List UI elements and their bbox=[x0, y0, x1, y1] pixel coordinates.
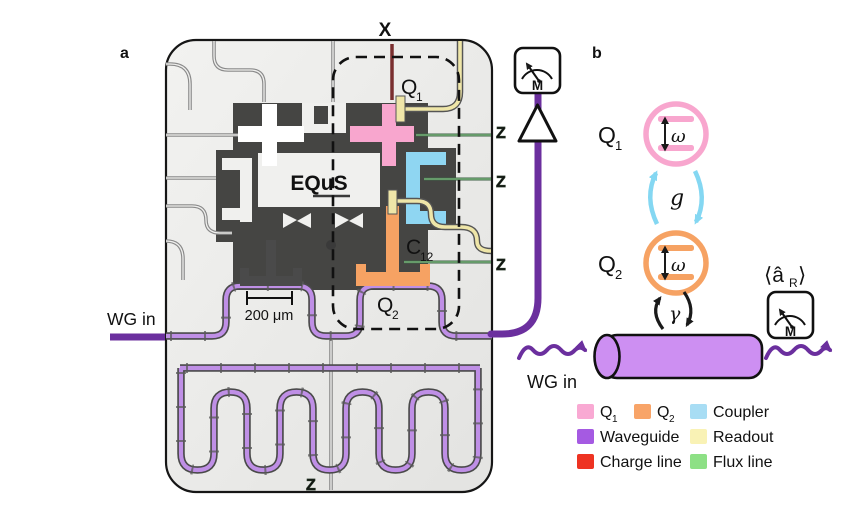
legend-swatch-flux-line bbox=[690, 454, 707, 469]
output-field-sub: R bbox=[789, 276, 798, 290]
g-coupling-arrows bbox=[648, 170, 704, 225]
legend-label-flux-line: Flux line bbox=[713, 454, 773, 471]
color-legend: Q 1 Q 2 Coupler Waveguide Readout Charge… bbox=[577, 404, 774, 471]
flux-label-z3: Z bbox=[496, 257, 506, 274]
qubit2-node-label: Q 2 bbox=[598, 251, 622, 282]
logo-window bbox=[258, 153, 380, 207]
wg-output-line bbox=[487, 90, 542, 338]
amplifier-icon bbox=[517, 103, 558, 143]
legend-item-q2: Q 2 bbox=[634, 404, 675, 425]
waveguide-meander bbox=[166, 281, 492, 476]
q1-node-label-base: Q bbox=[598, 122, 616, 148]
omega-symbol-q1: ω bbox=[671, 126, 686, 147]
qubit1-node-label: Q 1 bbox=[598, 122, 622, 153]
legend-item-charge-line: Charge line bbox=[577, 454, 682, 471]
cylinder-end-cap bbox=[593, 333, 621, 380]
q2-node-label-sub: 2 bbox=[615, 267, 622, 282]
wg-in-label-a: WG in bbox=[107, 309, 156, 329]
legend-swatch-readout bbox=[690, 429, 707, 444]
equs-logo: EQuS bbox=[290, 172, 347, 195]
meter-label-b: M bbox=[785, 324, 796, 339]
flux-label-z2: Z bbox=[496, 174, 506, 191]
legend-item-coupler: Coupler bbox=[690, 404, 770, 421]
panel-a-label: a bbox=[120, 45, 129, 62]
qubit1-label-base: Q bbox=[401, 76, 417, 99]
legend-label-charge-line: Charge line bbox=[600, 454, 682, 471]
legend-label-q1: Q bbox=[600, 404, 612, 421]
scale-bar-label: 200 μm bbox=[245, 308, 294, 324]
legend-item-readout: Readout bbox=[690, 429, 774, 446]
qubit1-label: Q 1 bbox=[401, 76, 423, 104]
qubit1-node: ω bbox=[643, 101, 709, 167]
legend-label-waveguide: Waveguide bbox=[600, 429, 680, 446]
dashed-cell-outline bbox=[331, 55, 461, 331]
legend-item-waveguide: Waveguide bbox=[577, 429, 680, 446]
panel-b-schematic: b ω Q 1 g ω bbox=[517, 45, 833, 392]
legend-swatch-coupler bbox=[690, 404, 707, 419]
legend-label-readout: Readout bbox=[713, 429, 774, 446]
top-junction bbox=[314, 106, 328, 124]
legend-swatch-q1 bbox=[577, 404, 594, 419]
input-photon-arrow bbox=[517, 340, 588, 360]
qubit2-tee bbox=[356, 206, 430, 286]
legend-label-q1-sub: 1 bbox=[612, 414, 618, 425]
output-photon-arrow bbox=[764, 340, 833, 360]
ground-cutouts bbox=[222, 103, 380, 228]
flux-label-z1: Z bbox=[496, 125, 506, 142]
meter-box-b: M bbox=[766, 290, 815, 340]
panel-a-micrograph: a EQuS bbox=[107, 20, 562, 495]
charge-line-label: X bbox=[379, 20, 392, 41]
meter-label-a: M bbox=[532, 78, 543, 93]
flux-label-z4: Z bbox=[306, 477, 316, 494]
omega-symbol-q2: ω bbox=[671, 255, 686, 276]
gamma-decay-arrows bbox=[652, 291, 694, 330]
q2-node-label-base: Q bbox=[598, 251, 616, 277]
qubit1-label-sub: 1 bbox=[416, 90, 423, 104]
gauge-needle-icon bbox=[778, 308, 793, 328]
qubit2-label-sub: 2 bbox=[392, 308, 399, 322]
qubit-claws bbox=[240, 240, 302, 286]
gauge-needle-icon bbox=[525, 62, 540, 82]
center-junction bbox=[326, 240, 336, 250]
legend-item-flux-line: Flux line bbox=[690, 454, 773, 471]
output-field-close: ⟩ bbox=[798, 264, 806, 287]
gauge-arc-icon bbox=[774, 315, 806, 326]
q1-node-label-sub: 1 bbox=[615, 138, 622, 153]
qubit1-cross bbox=[350, 104, 414, 166]
legend-swatch-q2 bbox=[634, 404, 651, 419]
qubit2-label: Q 2 bbox=[377, 294, 399, 322]
coupler-label: C 12 bbox=[406, 236, 434, 264]
wg-in-label-b: WG in bbox=[527, 372, 577, 392]
qubit2-label-base: Q bbox=[377, 294, 393, 317]
coupler-label-base: C bbox=[406, 236, 421, 259]
legend-label-q2-sub: 2 bbox=[669, 414, 675, 425]
coupler-bracket bbox=[406, 152, 446, 224]
flux-line-labels: Z Z Z Z bbox=[306, 125, 507, 495]
panel-b-label: b bbox=[592, 45, 602, 62]
coupler-label-sub: 12 bbox=[420, 250, 434, 264]
flux-lines bbox=[404, 133, 491, 264]
output-field-open: ⟨â bbox=[764, 264, 784, 287]
meter-box-a: M bbox=[513, 46, 562, 95]
gamma-decay-label: γ bbox=[669, 303, 681, 325]
legend-swatch-charge-line bbox=[577, 454, 594, 469]
output-field-label: ⟨â R ⟩ bbox=[764, 264, 806, 290]
legend-swatch-waveguide bbox=[577, 429, 594, 444]
qubit2-node: ω bbox=[643, 230, 709, 296]
legend-item-q1: Q 1 bbox=[577, 404, 618, 425]
scale-bar bbox=[246, 291, 293, 305]
g-coupling-label: g bbox=[670, 186, 684, 211]
legend-label-coupler: Coupler bbox=[713, 404, 770, 421]
left-qubit-cross bbox=[238, 104, 304, 166]
gauge-arc-icon bbox=[521, 69, 553, 80]
waveguide-cylinder bbox=[593, 333, 764, 380]
legend-label-q2: Q bbox=[657, 404, 669, 421]
